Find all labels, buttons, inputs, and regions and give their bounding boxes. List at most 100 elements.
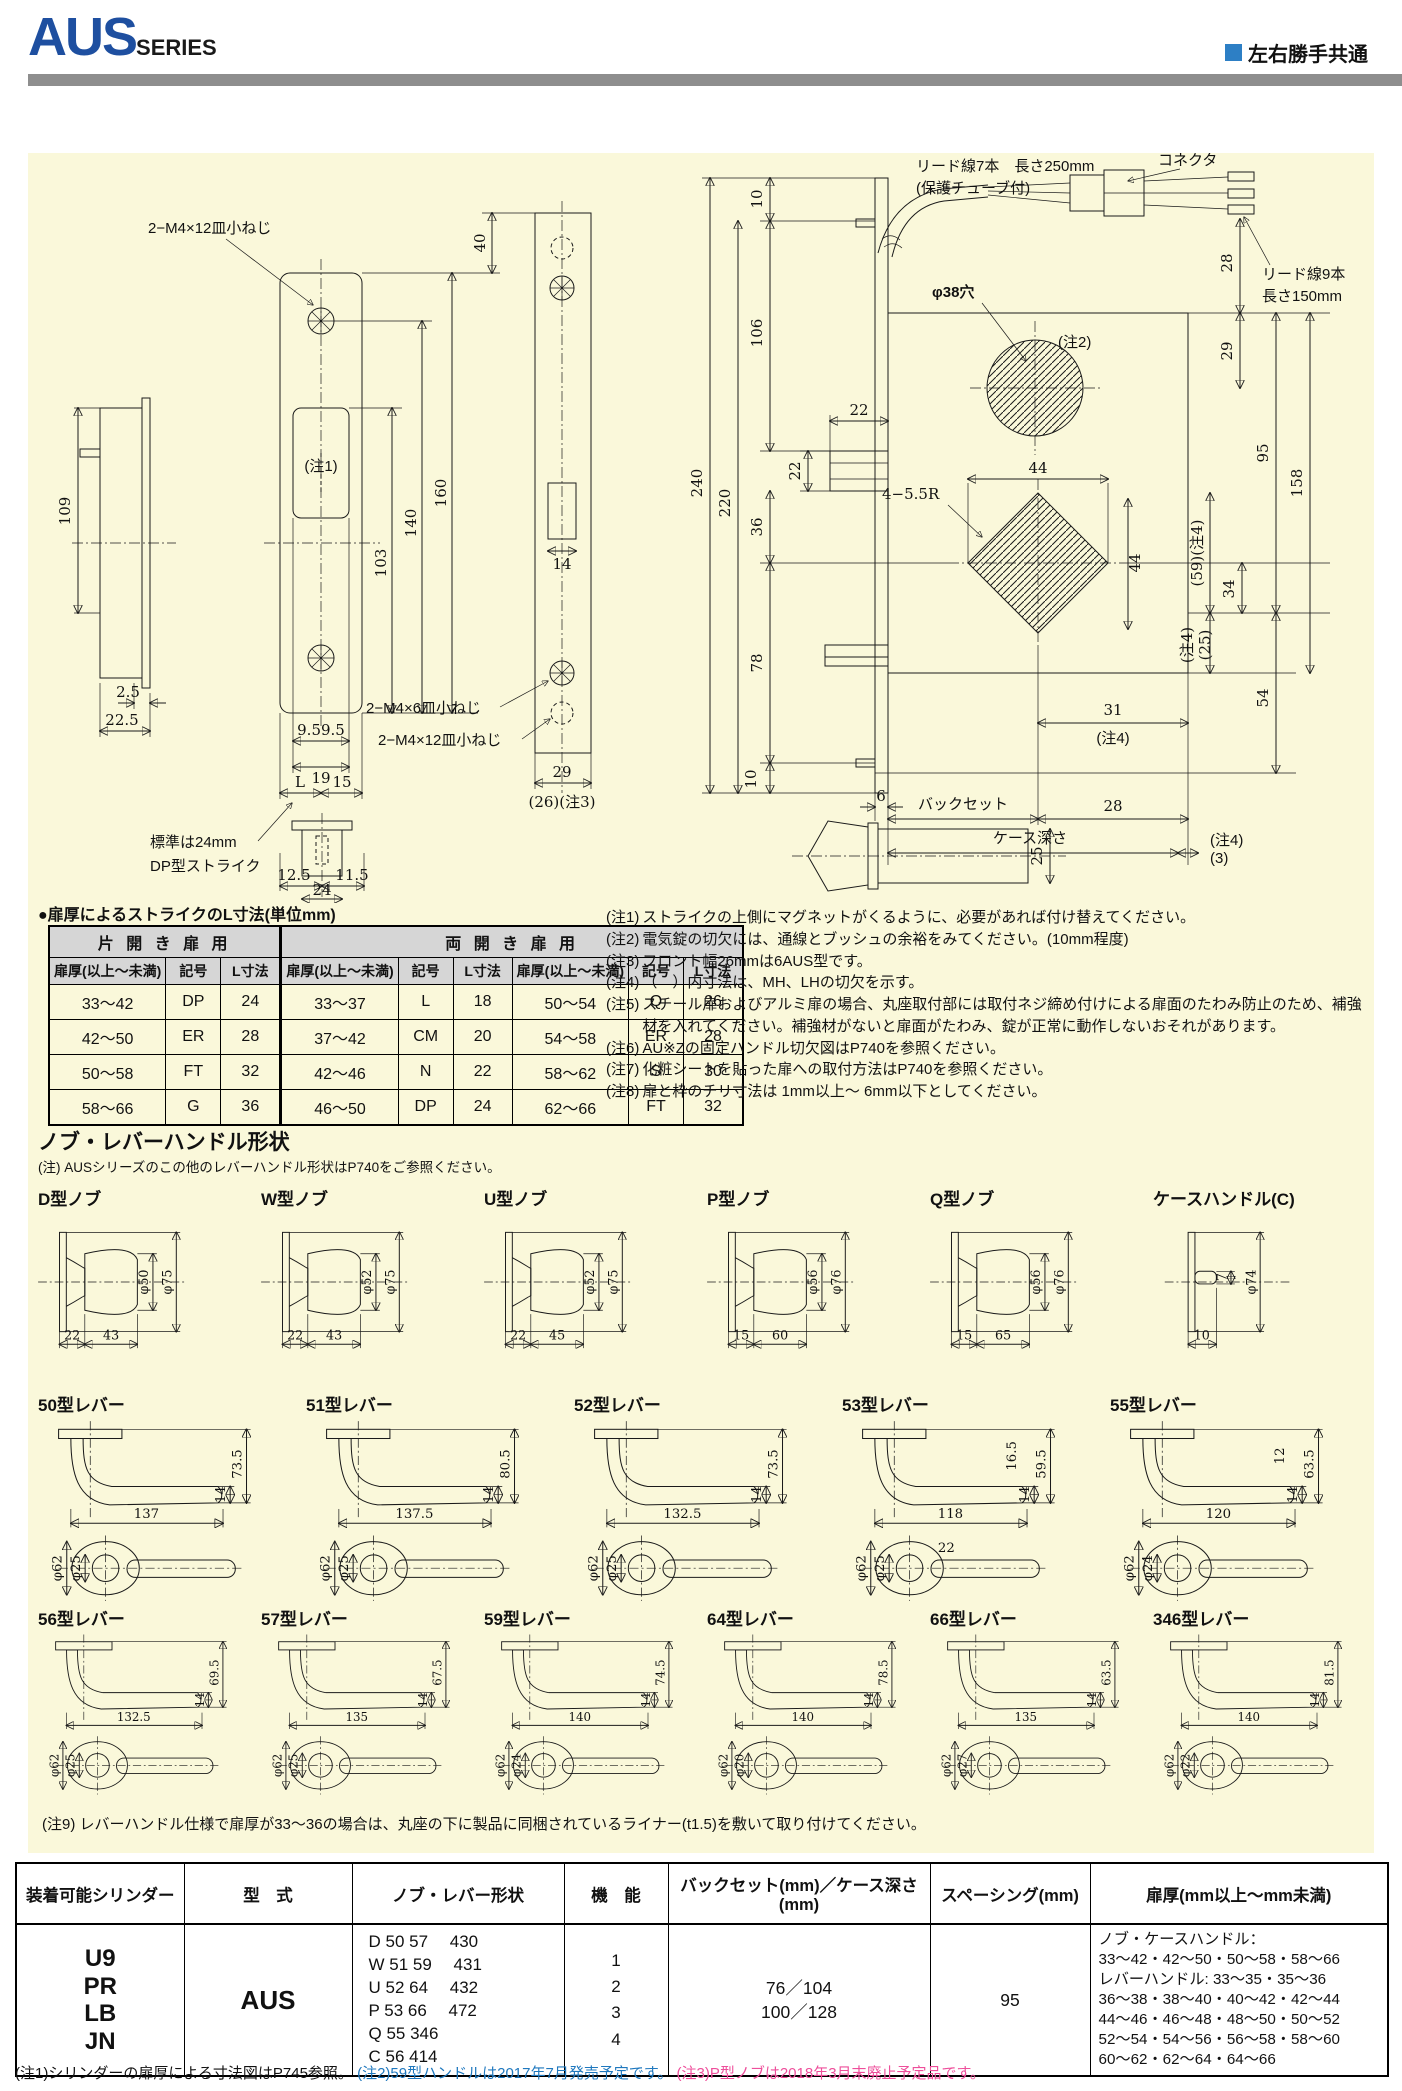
- shape-item: P 53 66 472: [368, 2001, 477, 2021]
- note-label: (注8): [606, 1083, 640, 1100]
- radius-label: 4−5.5R: [882, 485, 940, 503]
- dim-label: 29: [1218, 341, 1236, 360]
- total-height: 73.5: [766, 1449, 781, 1479]
- lever-cell: 52型レバー 14 73.5: [566, 1391, 834, 1606]
- note-item: (注8) 扉と枠のチリ寸法は 1mm以上～ 6mm以下としてください。: [606, 1081, 1366, 1103]
- plate-dia: φ74: [1243, 1270, 1258, 1295]
- footer-note-2: (注2)59型ハンドルは2017年7月発売予定です。: [357, 2065, 673, 2082]
- lever-length: 120: [1206, 1507, 1231, 1522]
- col-header: 扉厚(以上～未満): [511, 957, 629, 985]
- knob-cell: D型ノブ φ50 φ75: [30, 1185, 253, 1360]
- door-thickness-line: ノブ・ケースハンドル：: [1098, 1931, 1265, 1948]
- note-text: スチール扉およびアルミ扉の場合、丸座取付部には取付ネジ締め付けによる扉面のたわみ…: [642, 996, 1362, 1035]
- shape-item: Q 55 346: [368, 2024, 439, 2044]
- door-thickness-line: 36～38・38～40・40～42・42～44: [1098, 1991, 1340, 2009]
- strike-l-table: 片 開 き 扉 用 両 開 き 扉 用 扉厚(以上～未満) 記号 L寸法 扉厚(…: [48, 925, 744, 1126]
- total-height: 67.5: [430, 1659, 444, 1685]
- lever-name: 56型レバー: [38, 1610, 125, 1629]
- note-text: 化粧シートを貼った扉への取付方法はP740を参照ください。: [642, 1061, 1053, 1079]
- door-thickness-line: レバーハンドル: 33～35・35～36: [1098, 1971, 1327, 1989]
- knob-name: U型ノブ: [484, 1190, 548, 1209]
- strike-front-view: (注1) 2−M4×12皿小ねじ 40 103 140 160: [148, 213, 535, 875]
- case-handle-cell: ケースハンドル(C) 7 φ74 10: [1145, 1185, 1368, 1360]
- note-text: ストライクの上側にマグネットがくるように、必要があれば付け替えてください。: [642, 909, 1196, 926]
- dim-label: 22: [786, 461, 804, 480]
- door-thickness-line: 33～42・42～50・50～58・58～66: [1098, 1951, 1340, 1969]
- function-item: 2: [611, 1976, 621, 1996]
- col-header-function: 機 能: [563, 1862, 669, 1925]
- col-header: 扉厚(以上～未満): [48, 957, 167, 985]
- dim-label: (26)(注3): [528, 793, 595, 811]
- dim-label: 109: [56, 497, 74, 526]
- dim-label: 10: [748, 189, 766, 208]
- knob-outer-dia: φ76: [1051, 1270, 1066, 1295]
- lock-dimension-drawing: 109 2.5 22.5 (注1): [56, 153, 1345, 903]
- lever-name: 57型レバー: [261, 1610, 348, 1629]
- lever-row-2: 56型レバー 14 69.5: [30, 1605, 1372, 1799]
- shape-item: U 52 64 432: [368, 1978, 479, 1998]
- arm-thickness: 14: [1308, 1692, 1322, 1707]
- lever-length: 135: [346, 1710, 369, 1724]
- dim-label: 22: [849, 401, 868, 419]
- shape-item: D 50 57 430: [368, 1932, 479, 1952]
- rose-dia: φ62: [939, 1754, 953, 1777]
- note9-text: (注9) レバーハンドル仕様で扉厚が33～36の場合は、丸座の下に製品に同梱され…: [42, 1816, 926, 1833]
- arm-thickness: 14: [750, 1486, 765, 1503]
- note-item: (注3) フロント幅26mmは6AUS型です。: [606, 951, 1366, 973]
- knob-cell: W型ノブ φ52 φ75: [253, 1185, 476, 1360]
- neck-dia: φ22: [1179, 1754, 1193, 1777]
- footer-notes: (注1)シリンダーの扉厚による寸法図はP745参照。 (注2)59型ハンドルは2…: [15, 2062, 985, 2083]
- knob-outer-dia: φ75: [159, 1270, 174, 1295]
- dim-label: (25): [1196, 630, 1214, 661]
- lever-cell: 55型レバー 14 63.5 12: [1102, 1391, 1370, 1606]
- extra-dim-2: 22: [938, 1541, 955, 1556]
- note-label: (注7): [606, 1061, 640, 1079]
- backset-item: 100／128: [761, 2002, 837, 2023]
- note2-label: (注2): [1058, 334, 1091, 351]
- neck-dia: φ20: [733, 1754, 747, 1777]
- rose-dia: φ62: [716, 1754, 730, 1777]
- note-item: (注2) 電気錠の切欠には、通線とブッシュの余裕をみてください。(10mm程度): [606, 929, 1366, 951]
- lever-drawing: 14 73.5 132.5: [587, 1421, 806, 1601]
- door-thickness-line: 60～62・62～64・64～66: [1098, 2051, 1276, 2069]
- dim-label: 2.5: [116, 683, 140, 701]
- neck-dia: φ27: [956, 1754, 970, 1777]
- dim-label: 15: [332, 773, 351, 791]
- dim-label: 54: [1254, 688, 1272, 707]
- dim-label: 28: [1103, 797, 1122, 815]
- lever-name: 53型レバー: [842, 1396, 929, 1415]
- lead7-label: リード線7本 長さ250mm: [916, 158, 1094, 175]
- knob-inner-dia: φ56: [805, 1270, 820, 1295]
- note-label: (注1): [606, 909, 640, 926]
- lever-cell: 51型レバー 14 80.5: [298, 1391, 566, 1606]
- rose-dia: φ62: [51, 1555, 66, 1581]
- screw-label-m4x6: 2−M4×6皿小ねじ: [366, 700, 481, 717]
- knob-drawing: φ56 φ76 15 60: [707, 1209, 856, 1355]
- lever-name: 52型レバー: [574, 1396, 661, 1415]
- note-label: (注6): [606, 1039, 640, 1057]
- connector-label: コネクタ: [1158, 153, 1217, 169]
- note-item: (注4) （ ）内寸法は、MH、LHの切欠を示す。: [606, 972, 1366, 994]
- dim-label: 103: [372, 549, 390, 578]
- rose-dia: φ62: [587, 1555, 602, 1581]
- knob-drawing: φ56 φ76 15 65: [930, 1209, 1079, 1355]
- knob-depth-2: 45: [549, 1327, 565, 1342]
- lever-drawing: 14 63.5 135 φ62: [939, 1634, 1136, 1795]
- extra-dim: 16.5: [1005, 1441, 1020, 1471]
- col-header-spacing: スペーシング(mm): [929, 1862, 1091, 1925]
- lever-name: 66型レバー: [930, 1610, 1017, 1629]
- rose-dia: φ62: [855, 1555, 870, 1581]
- lever-drawing: 14 81.5 140 φ62: [1162, 1634, 1359, 1795]
- note-item: (注1) ストライクの上側にマグネットがくるように、必要があれば付け替えてくださ…: [606, 907, 1366, 929]
- dim-label: 240: [688, 469, 706, 498]
- knob-inner-dia: φ50: [136, 1270, 151, 1295]
- dim-label: 10: [742, 769, 760, 788]
- knob-cell: Q型ノブ φ56 φ76: [922, 1185, 1145, 1360]
- technical-panel: 109 2.5 22.5 (注1): [28, 153, 1374, 1853]
- standard-strike-label-1: 標準は24mm: [150, 834, 237, 851]
- shape-item: W 51 59 431: [368, 1955, 482, 1975]
- total-height: 73.5: [230, 1449, 245, 1479]
